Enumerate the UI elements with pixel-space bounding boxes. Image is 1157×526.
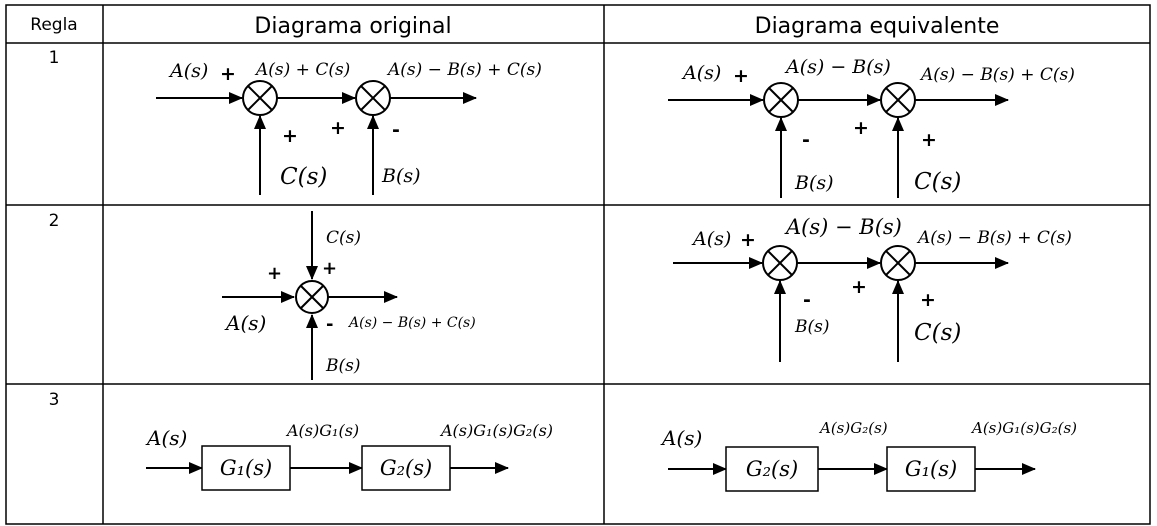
junction1-sign: + — [282, 125, 298, 147]
bottom-signal: B(s) — [325, 356, 360, 376]
junction2-signal: C(s) — [914, 169, 961, 195]
output-label: A(s) − B(s) + C(s) — [916, 228, 1072, 248]
block1-label: G₁(s) — [220, 456, 272, 480]
junction2-signal: C(s) — [914, 320, 961, 346]
junction1-signal: B(s) — [794, 317, 829, 337]
junction1-signal: B(s) — [794, 172, 834, 194]
input-sign: + — [220, 63, 236, 85]
junction1-sign: - — [802, 129, 810, 151]
block2-label: G₁(s) — [905, 457, 957, 481]
summing-junction-1 — [762, 245, 798, 281]
junction1-signal: C(s) — [280, 164, 327, 190]
header-equivalent-diagram: Diagrama equivalente — [755, 14, 1000, 39]
row-number-3: 3 — [49, 390, 60, 410]
input-label: A(s) — [691, 228, 731, 250]
mid-label: A(s)G₂(s) — [818, 419, 888, 437]
junction2-signal: B(s) — [381, 165, 421, 187]
output-label: A(s) − B(s) + C(s) — [347, 315, 476, 331]
mid-label: A(s) + C(s) — [254, 60, 350, 80]
summing-junction-2 — [355, 80, 391, 116]
junction2-left-sign: + — [330, 117, 346, 139]
input-label: A(s) — [660, 426, 702, 450]
input-label: A(s) — [168, 60, 208, 82]
row3-original-diagram: A(s) G₁(s) G₂(s) A(s)G₁(s) A(s)G₁(s)G₂(s… — [145, 421, 553, 491]
mid-label: A(s)G₁(s) — [285, 421, 359, 440]
row1-original-diagram: A(s) + A(s) + C(s) A(s) − B(s) + C(s) + … — [156, 60, 542, 195]
top-sign: + — [322, 258, 337, 279]
row1-equivalent-diagram: A(s) + A(s) − B(s) A(s) − B(s) + C(s) - … — [668, 56, 1075, 198]
summing-junction-2 — [880, 245, 916, 281]
mid-label: A(s) − B(s) — [784, 56, 891, 78]
input-sign: + — [733, 65, 749, 87]
mid-label: A(s) − B(s) — [784, 215, 902, 239]
junction2-left-sign: + — [853, 117, 869, 139]
input-sign: + — [740, 229, 756, 251]
row-number-1: 1 — [49, 48, 60, 68]
row3-equivalent-diagram: A(s) G₂(s) G₁(s) A(s)G₂(s) A(s)G₁(s)G₂(s… — [660, 419, 1077, 492]
block2-label: G₂(s) — [380, 456, 432, 480]
transfer-block-2 — [886, 446, 976, 492]
row2-original-diagram: C(s) + + A(s) - A(s) − B(s) + C(s) B(s) — [222, 211, 476, 380]
input-sign: + — [267, 263, 282, 284]
junction2-sign: + — [920, 289, 936, 311]
header-rule: Regla — [30, 15, 77, 35]
input-label: A(s) — [145, 426, 187, 450]
transfer-block-1 — [725, 446, 819, 492]
junction2-left-sign: + — [851, 276, 867, 298]
row2-equivalent-diagram: A(s) + A(s) − B(s) A(s) − B(s) + C(s) - … — [673, 215, 1072, 362]
output-label: A(s)G₁(s)G₂(s) — [970, 419, 1077, 437]
bottom-sign: - — [326, 314, 333, 335]
table-grid — [5, 4, 1151, 525]
summing-junction-1 — [763, 82, 799, 118]
summing-junction — [295, 280, 329, 314]
top-signal: C(s) — [326, 228, 361, 248]
block1-label: G₂(s) — [746, 457, 798, 481]
junction1-sign: - — [803, 289, 811, 311]
output-label: A(s)G₁(s)G₂(s) — [439, 421, 553, 440]
row-number-2: 2 — [49, 211, 60, 231]
junction2-sign: + — [921, 129, 937, 151]
summing-junction-2 — [880, 82, 916, 118]
summing-junction-1 — [242, 80, 278, 116]
input-label: A(s) — [224, 311, 266, 335]
input-label: A(s) — [681, 62, 721, 84]
output-label: A(s) − B(s) + C(s) — [386, 60, 542, 80]
junction2-sign: - — [392, 119, 400, 141]
output-label: A(s) − B(s) + C(s) — [919, 65, 1075, 85]
header-original-diagram: Diagrama original — [254, 14, 451, 39]
